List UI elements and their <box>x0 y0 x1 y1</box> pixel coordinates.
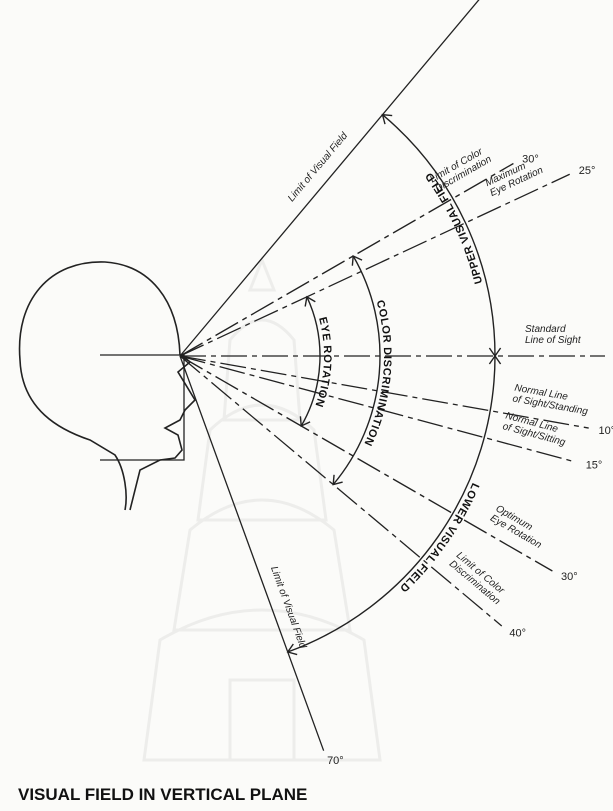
ray-label-line: Line of Sight <box>525 335 582 346</box>
ray-label-line: Limit of Visual Field <box>286 130 350 204</box>
watermark-emblem <box>144 260 380 760</box>
ray-limit-lower <box>180 356 324 751</box>
arc-label-eye-rotation: EYE ROTATION <box>312 316 333 409</box>
ray-label-limit-lower: Limit of Visual Field <box>268 565 308 650</box>
ray-label-line: Limit of Visual Field <box>268 565 308 650</box>
degree-label-max-rotation: 25° <box>579 165 596 177</box>
degree-label-standing: 10° <box>599 425 613 437</box>
arc-color-discrimination <box>333 256 380 485</box>
ray-label-limit-upper: Limit of Visual Field <box>286 130 350 204</box>
degree-label-limit-lower: 70° <box>327 755 344 767</box>
ray-color-lower <box>180 356 502 626</box>
head-profile <box>20 262 195 510</box>
ray-label-line: Standard <box>525 324 566 335</box>
degree-label-color-lower: 40° <box>509 627 526 639</box>
degree-label-optimum: 30° <box>561 571 578 583</box>
arc-eye-rotation <box>301 297 320 426</box>
diagram-title: VISUAL FIELD IN VERTICAL PLANE <box>18 785 307 804</box>
arc-label-upper-visual-field: UPPER VISUAL FIELD <box>423 170 485 285</box>
arc-label-text: EYE ROTATION <box>312 316 333 409</box>
arc-label-text: UPPER VISUAL FIELD <box>423 170 485 285</box>
ray-max-rotation <box>180 174 570 356</box>
degree-label-color-upper: 30° <box>522 154 539 166</box>
degree-label-sitting: 15° <box>586 460 603 472</box>
ray-color-upper <box>180 164 513 357</box>
